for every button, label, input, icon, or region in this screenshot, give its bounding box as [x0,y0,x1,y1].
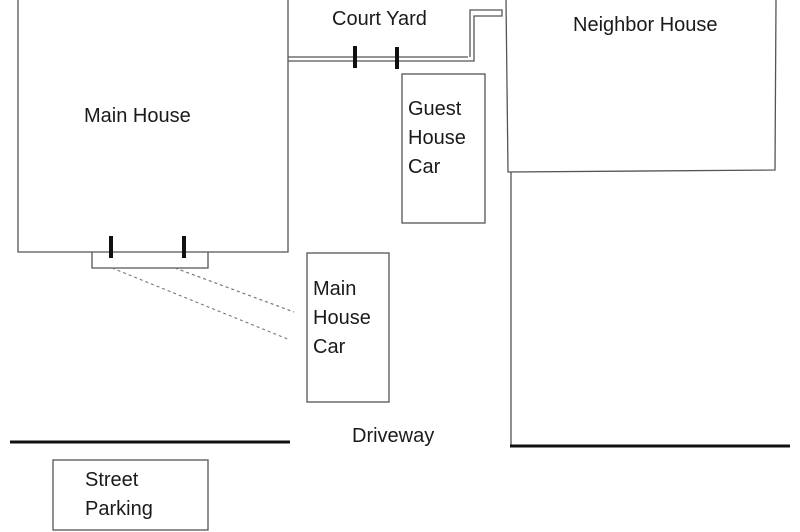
porch-to-car-line-2 [174,267,295,313]
guest-house-car-line-1: Guest [408,98,462,120]
street-parking-label: Street Parking [85,466,153,524]
driveway-label: Driveway [352,425,435,447]
court-yard-label: Court Yard [332,8,427,30]
main-house-car-line-1: Main [313,278,357,300]
main-house-car-line-3: Car [313,336,346,358]
main-house-label: Main House [84,105,191,127]
neighbor-house-label: Neighbor House [573,14,718,36]
street-parking-line-1: Street [85,469,139,491]
main-house-car-box [306,252,390,403]
main-house-car-line-2: House [313,307,371,329]
street-parking-box [52,459,209,531]
main-house-outline [17,0,289,253]
courtyard-wall-return [468,9,503,62]
neighbor-house-outline [505,0,777,173]
guest-house-car-line-3: Car [408,156,441,178]
guest-house-car-line-2: House [408,127,466,149]
guest-house-car-label: Guest House Car [408,95,466,182]
porch-to-car-line-1 [111,267,291,341]
street-parking-line-2: Parking [85,498,153,520]
main-house-car-label: Main House Car [313,275,371,362]
main-house-porch [91,252,209,269]
guest-house-car-box [401,73,486,224]
